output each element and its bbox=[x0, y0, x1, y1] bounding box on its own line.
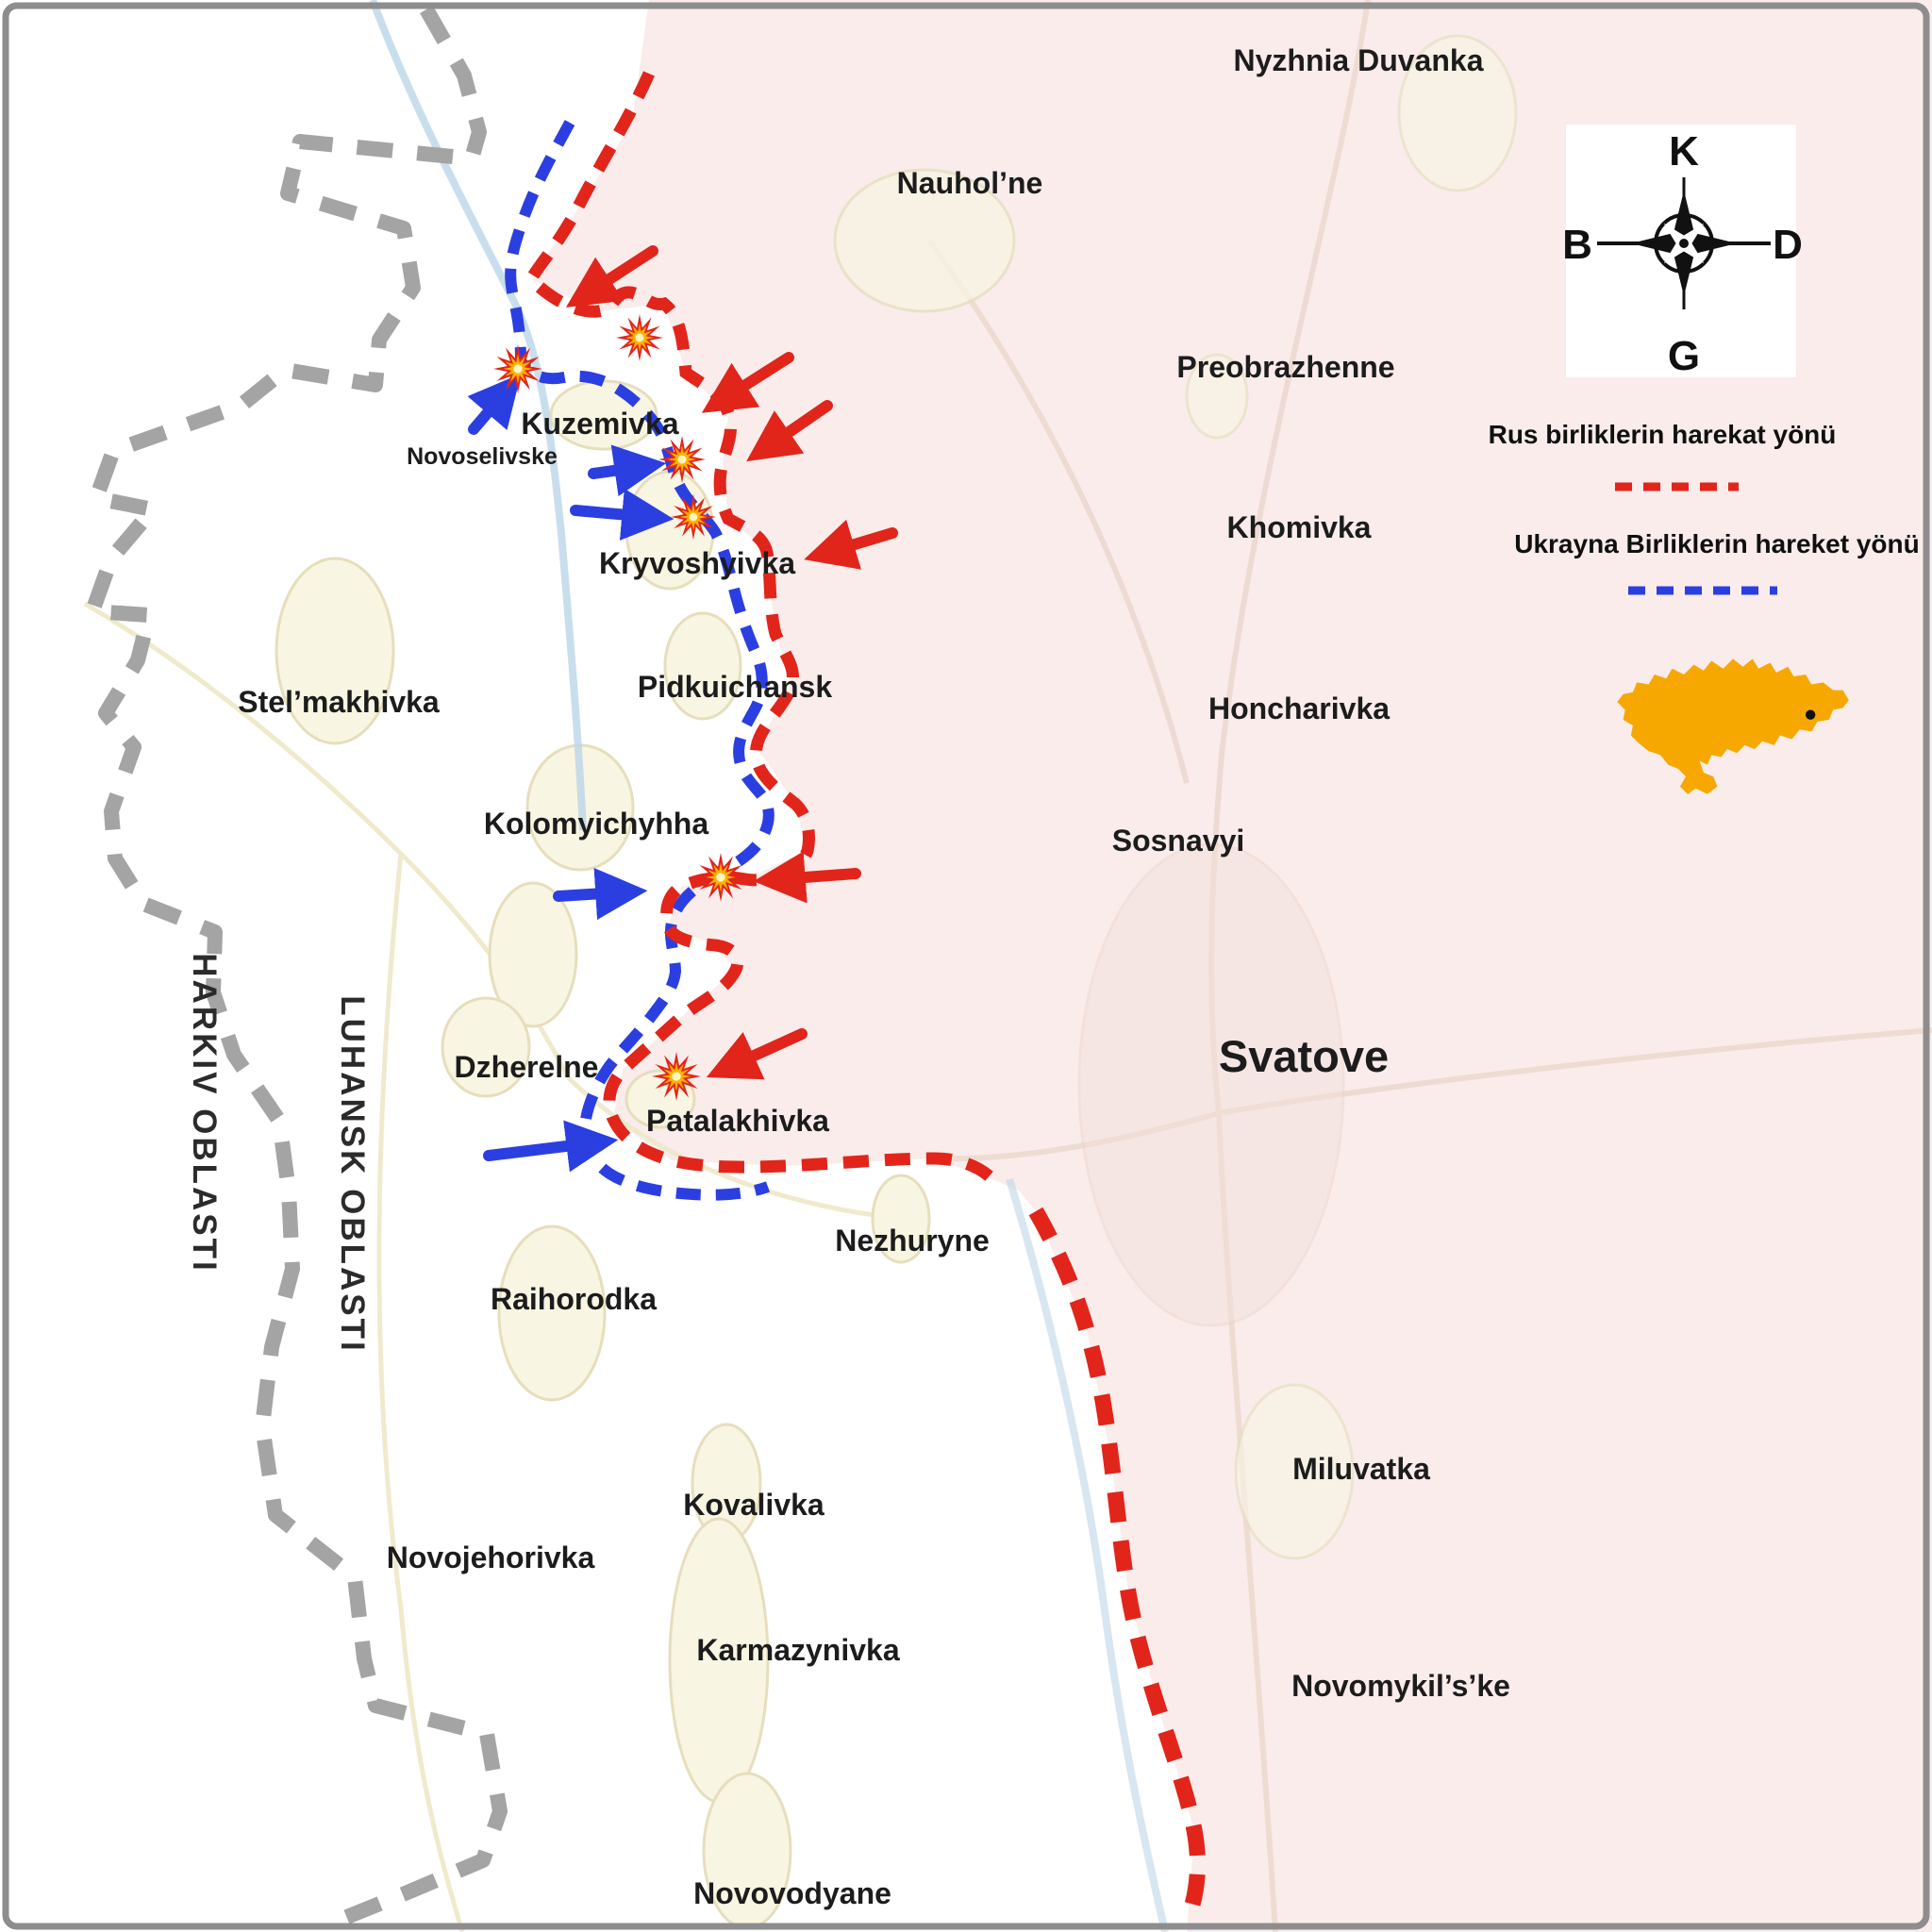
settlement-area bbox=[1185, 353, 1249, 440]
river bbox=[1006, 1177, 1169, 1932]
place-label: Honcharivka bbox=[1208, 691, 1390, 725]
place-label: Patalakhivka bbox=[646, 1104, 829, 1138]
russian-attack-arrow bbox=[701, 352, 794, 413]
place-label: Kryvoshyivka bbox=[599, 546, 795, 580]
compass-south-label: G bbox=[1668, 333, 1700, 379]
place-label: Novojehorivka bbox=[387, 1541, 595, 1574]
legend-russian-label: Rus birliklerin harekat yönü bbox=[1489, 420, 1837, 449]
place-label: Karmazynivka bbox=[696, 1633, 899, 1667]
location-dot bbox=[1806, 709, 1816, 720]
settlement-area bbox=[275, 557, 395, 745]
ukraine-locator bbox=[1617, 658, 1849, 794]
compass-east-label: D bbox=[1773, 222, 1803, 268]
settlement-areas bbox=[275, 34, 1518, 1930]
settlement-area bbox=[871, 1174, 931, 1264]
place-label: Preobrazhenne bbox=[1176, 350, 1394, 384]
place-label: Novoselivske bbox=[407, 443, 558, 470]
place-label: Dzherelne bbox=[455, 1050, 599, 1084]
compass-west-label: B bbox=[1562, 222, 1592, 268]
road-network bbox=[926, 0, 1932, 1932]
russian-attack-arrows bbox=[565, 245, 898, 1080]
russian-attack-arrow bbox=[746, 400, 833, 462]
settlement-area bbox=[1234, 1383, 1355, 1560]
place-labels: Nyzhnia Duvanka Nauhol’ne Preobrazhenne … bbox=[238, 43, 1510, 1910]
ukrainian-attack-arrows bbox=[467, 374, 675, 1173]
compass-rose-icon bbox=[1597, 177, 1771, 309]
place-label: Novovodyane bbox=[693, 1876, 891, 1910]
place-label: Svatove bbox=[1219, 1031, 1389, 1081]
place-label: Khomivka bbox=[1227, 510, 1372, 544]
occupied-territory-shade bbox=[531, 0, 1932, 1932]
ukrainian-attack-arrow bbox=[553, 867, 648, 921]
ukrainian-attack-arrow bbox=[588, 444, 667, 497]
place-label: Miluvatka bbox=[1292, 1452, 1430, 1486]
place-label: Nezhuryne bbox=[835, 1224, 990, 1257]
settlement-area bbox=[441, 996, 531, 1098]
place-label: Sosnavyi bbox=[1112, 824, 1245, 858]
russian-attack-arrow bbox=[565, 245, 658, 308]
place-label: Nyzhnia Duvanka bbox=[1234, 43, 1484, 77]
place-label: Nauhol’ne bbox=[897, 166, 1043, 200]
place-label: Raihorodka bbox=[491, 1282, 657, 1316]
region-label-harkiv-oblast: HARKIV OBLASTI bbox=[186, 953, 223, 1274]
legend-ukrainian-label: Ukrayna Birliklerin hareket yönü bbox=[1514, 529, 1920, 558]
place-label: Kolomyichyhha bbox=[484, 807, 708, 841]
place-label: Pidkuichansk bbox=[638, 670, 833, 704]
ukraine-silhouette-icon bbox=[1617, 658, 1849, 794]
settlement-area bbox=[497, 1224, 607, 1402]
region-label-luhansk-oblast: LUHANSK OBLASTI bbox=[334, 995, 371, 1353]
place-label: Kovalivka bbox=[683, 1488, 824, 1522]
place-label: Novomykil’s’ke bbox=[1291, 1669, 1510, 1703]
place-label: Kuzemivka bbox=[521, 407, 678, 441]
russian-attack-arrow bbox=[753, 851, 861, 904]
russian-attack-arrow bbox=[804, 519, 898, 570]
oblast-boundary-line bbox=[85, 6, 508, 1932]
russian-front-line-north bbox=[523, 71, 997, 1184]
compass-north-label: K bbox=[1669, 128, 1699, 175]
ukrainian-attack-arrow bbox=[483, 1120, 619, 1173]
ukrainian-attack-arrow bbox=[570, 488, 675, 541]
settlement-area bbox=[488, 881, 578, 1028]
compass: K B D G bbox=[1562, 125, 1803, 379]
settlement-area bbox=[1397, 34, 1518, 192]
settlement-area bbox=[833, 168, 1016, 313]
russian-front-line-south bbox=[1028, 1207, 1206, 1914]
russian-attack-arrow bbox=[706, 1028, 808, 1080]
settlement-area bbox=[663, 611, 742, 721]
place-label: Stel’makhivka bbox=[238, 685, 440, 719]
settlement-area bbox=[1077, 842, 1345, 1327]
ukrainian-attack-arrow bbox=[467, 374, 522, 435]
legend: Rus birliklerin harekat yönü Ukrayna Bir… bbox=[1489, 420, 1920, 595]
